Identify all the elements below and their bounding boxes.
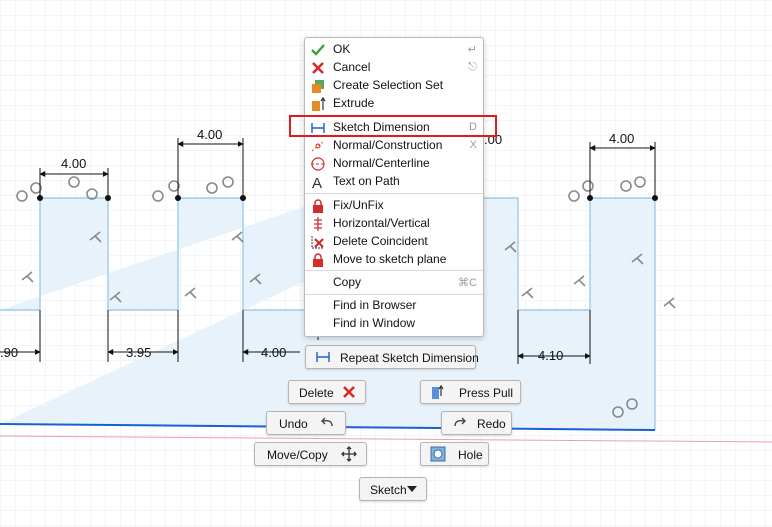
menu-item-cancel[interactable]: Cancel ⎋	[305, 58, 483, 76]
hole-button[interactable]: Hole	[420, 442, 489, 466]
menu-item-label: Move to sketch plane	[333, 252, 447, 266]
move-icon	[341, 446, 357, 462]
menu-item-shortcut: ⎋	[468, 61, 477, 73]
undo-label: Undo	[279, 417, 308, 431]
menu-item-label: Normal/Construction	[333, 138, 443, 152]
sketch-dropdown[interactable]: Sketch	[359, 477, 427, 501]
menu-item-label: Normal/Centerline	[333, 156, 430, 170]
menu-item-label: Find in Window	[333, 316, 416, 330]
dimension-top1[interactable]: 4.00	[61, 156, 86, 171]
menu-item-label: Create Selection Set	[333, 78, 444, 92]
chevron-down-icon	[407, 486, 417, 492]
menu-item-ok[interactable]: OK ↵	[305, 40, 483, 58]
menu-item-label: Delete Coincident	[333, 234, 428, 248]
menu-item-move-to-sketch-plane[interactable]: Move to sketch plane	[305, 250, 483, 268]
menu-item-delete-coincident[interactable]: Delete Coincident	[305, 232, 483, 250]
menu-item-find-in-window[interactable]: Find in Window	[305, 314, 483, 332]
text-icon: A	[312, 175, 322, 190]
check-icon	[311, 44, 325, 56]
dimension-bottom-left[interactable]: .90	[0, 345, 18, 360]
menu-item-find-in-browser[interactable]: Find in Browser	[305, 296, 483, 314]
move-copy-label: Move/Copy	[267, 448, 328, 462]
construction-icon	[311, 140, 325, 152]
menu-item-label: Sketch Dimension	[333, 120, 430, 134]
menu-item-label: Text on Path	[333, 174, 400, 188]
menu-item-label: OK	[333, 42, 351, 56]
press-pull-icon	[432, 384, 444, 399]
centerline-icon	[311, 157, 325, 171]
menu-separator	[305, 193, 483, 194]
redo-button[interactable]: Redo	[441, 411, 512, 435]
constraint-glyphs	[16, 176, 676, 418]
press-pull-label: Press Pull	[459, 386, 514, 400]
dimension-bottom2[interactable]: 3.95	[126, 345, 151, 360]
dimension-top4[interactable]: 4.00	[609, 131, 634, 146]
menu-item-sketch-dimension[interactable]: Sketch Dimension D	[305, 118, 483, 136]
move-copy-button[interactable]: Move/Copy	[254, 442, 367, 466]
dimension-top2[interactable]: 4.00	[197, 127, 222, 142]
dimension-bottom3[interactable]: 4.00	[261, 345, 286, 360]
menu-item-shortcut: D	[469, 121, 477, 133]
menu-separator	[305, 294, 483, 295]
menu-item-label: Extrude	[333, 96, 375, 110]
menu-item-create-selection-set[interactable]: Create Selection Set	[305, 76, 483, 94]
menu-item-copy[interactable]: Copy ⌘C	[305, 273, 483, 291]
hole-icon	[430, 446, 446, 462]
hole-label: Hole	[458, 448, 483, 462]
menu-item-fix-unfix[interactable]: Fix/UnFix	[305, 196, 483, 214]
menu-item-shortcut: X	[469, 139, 477, 151]
redo-label: Redo	[477, 417, 506, 431]
highlight-box	[289, 115, 497, 137]
x-axis-line	[0, 435, 772, 443]
move-to-plane-icon	[313, 253, 323, 267]
lock-icon	[313, 199, 323, 213]
menu-item-label: Fix/UnFix	[333, 198, 384, 212]
menu-item-extrude[interactable]: Extrude	[305, 94, 483, 112]
menu-item-normal-construction[interactable]: Normal/Construction X	[305, 136, 483, 154]
menu-item-label: Horizontal/Vertical	[333, 216, 430, 230]
dimension-bottom4[interactable]: 4.10	[538, 348, 563, 363]
menu-item-label: Copy	[333, 275, 362, 289]
repeat-sketch-dimension-button[interactable]: Repeat Sketch Dimension	[305, 345, 479, 369]
cross-icon	[312, 62, 324, 74]
svg-text:A: A	[312, 175, 322, 190]
context-menu: OK ↵ Cancel ⎋ Create Selection Set Extru…	[304, 37, 484, 337]
undo-icon	[321, 417, 333, 427]
repeat-label: Repeat Sketch Dimension	[340, 351, 479, 365]
horizontal-vertical-icon	[314, 217, 322, 231]
menu-item-label: Find in Browser	[333, 298, 417, 312]
menu-item-shortcut: ⌘C	[458, 277, 477, 289]
delete-button[interactable]: Delete	[288, 380, 366, 404]
redo-icon	[454, 417, 466, 427]
delete-label: Delete	[299, 386, 334, 400]
menu-separator	[305, 270, 483, 271]
menu-item-label: Cancel	[333, 60, 371, 74]
dimension-lines	[0, 138, 656, 364]
dimension-icon	[316, 352, 330, 362]
selection-set-icon	[312, 80, 324, 93]
menu-item-normal-centerline[interactable]: Normal/Centerline	[305, 154, 483, 172]
sketch-label: Sketch	[370, 483, 407, 497]
press-pull-button[interactable]: Press Pull	[420, 380, 521, 404]
menu-item-horizontal-vertical[interactable]: Horizontal/Vertical	[305, 214, 483, 232]
menu-item-text-on-path[interactable]: A Text on Path	[305, 172, 483, 190]
delete-x-icon	[343, 386, 355, 398]
delete-coincident-icon	[311, 236, 324, 249]
dimension-icon	[311, 123, 325, 133]
undo-button[interactable]: Undo	[266, 411, 346, 435]
extrude-icon	[312, 96, 326, 111]
menu-item-shortcut: ↵	[467, 44, 477, 56]
